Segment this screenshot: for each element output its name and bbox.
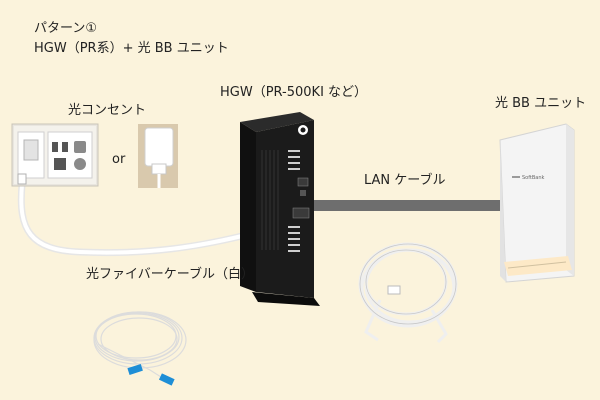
or-label: or xyxy=(112,152,126,167)
optical-outlet-label: 光コンセント xyxy=(68,103,147,118)
fiber-cable-label: 光ファイバーケーブル（白） xyxy=(86,267,254,282)
fiber-cable-coil-image xyxy=(93,311,187,385)
pattern-description: HGW（PR系）+ 光 BB ユニット xyxy=(34,41,229,56)
pattern-label: パターン① xyxy=(34,21,98,36)
lan-cable-label: LAN ケーブル xyxy=(364,173,446,188)
lan-cable-coil-image xyxy=(358,242,458,344)
lan-cable-line xyxy=(312,200,500,211)
fiber-connector-left xyxy=(127,363,143,375)
hgw-label: HGW（PR-500KI など） xyxy=(220,85,368,100)
bb-unit-image: SoftBank xyxy=(499,123,575,283)
bb-unit-label: 光 BB ユニット xyxy=(495,96,587,111)
bb-brand-mark: SoftBank xyxy=(522,175,545,181)
optical-outlet-image xyxy=(11,123,99,187)
lan-connector xyxy=(387,285,401,295)
optical-outlet-small-image xyxy=(138,124,178,188)
hgw-router-image xyxy=(240,112,320,306)
fiber-connector-right xyxy=(158,373,175,386)
